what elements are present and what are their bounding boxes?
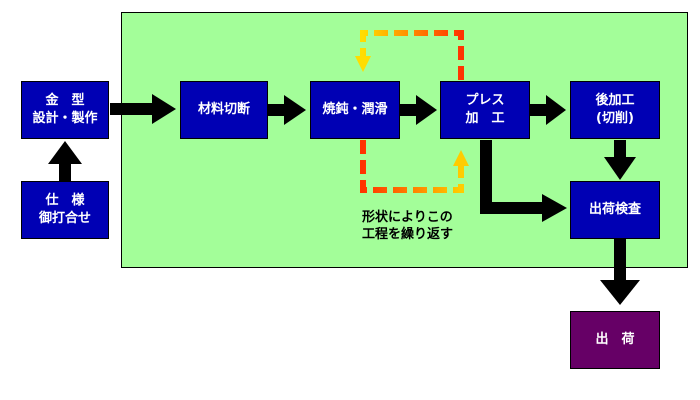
shipping-inspection-box: 出荷検査 bbox=[570, 181, 660, 239]
arrow-postprocess-to-inspection bbox=[604, 140, 636, 180]
post-processing-box: 後加工 (切削) bbox=[570, 81, 660, 139]
shipping-inspection-label: 出荷検査 bbox=[588, 202, 641, 217]
arrow-press-to-inspection bbox=[480, 140, 567, 222]
arrow-inspection-to-shipping bbox=[600, 238, 640, 305]
annealing-lubrication-box: 焼鈍・潤滑 bbox=[310, 81, 400, 139]
arrow-cutting-to-annealing bbox=[268, 95, 306, 125]
shipping-label: 出 荷 bbox=[595, 332, 635, 347]
material-cutting-box: 材料切断 bbox=[180, 81, 268, 139]
arrow-design-to-cutting bbox=[110, 94, 176, 124]
press-processing-box: プレス 加 工 bbox=[440, 81, 530, 139]
material-cutting-label: 材料切断 bbox=[197, 102, 250, 117]
shipping-box: 出 荷 bbox=[570, 311, 660, 369]
repeat-loop-arrow bbox=[355, 30, 469, 193]
spec-meeting-label: 仕 様 御打合せ bbox=[38, 193, 91, 226]
annealing-lubrication-label: 焼鈍・潤滑 bbox=[322, 102, 388, 117]
arrow-press-to-postprocess bbox=[530, 95, 566, 125]
post-processing-label: 後加工 (切削) bbox=[595, 93, 635, 126]
mold-design-label: 金 型 設計・製作 bbox=[32, 93, 98, 126]
mold-design-box: 金 型 設計・製作 bbox=[21, 81, 109, 139]
arrow-annealing-to-press bbox=[400, 95, 437, 125]
repeat-note: 形状によりこの 工程を繰り返す bbox=[362, 210, 454, 242]
press-processing-label: プレス 加 工 bbox=[465, 93, 505, 126]
arrow-spec-to-design bbox=[48, 141, 82, 182]
spec-meeting-box: 仕 様 御打合せ bbox=[21, 181, 109, 239]
